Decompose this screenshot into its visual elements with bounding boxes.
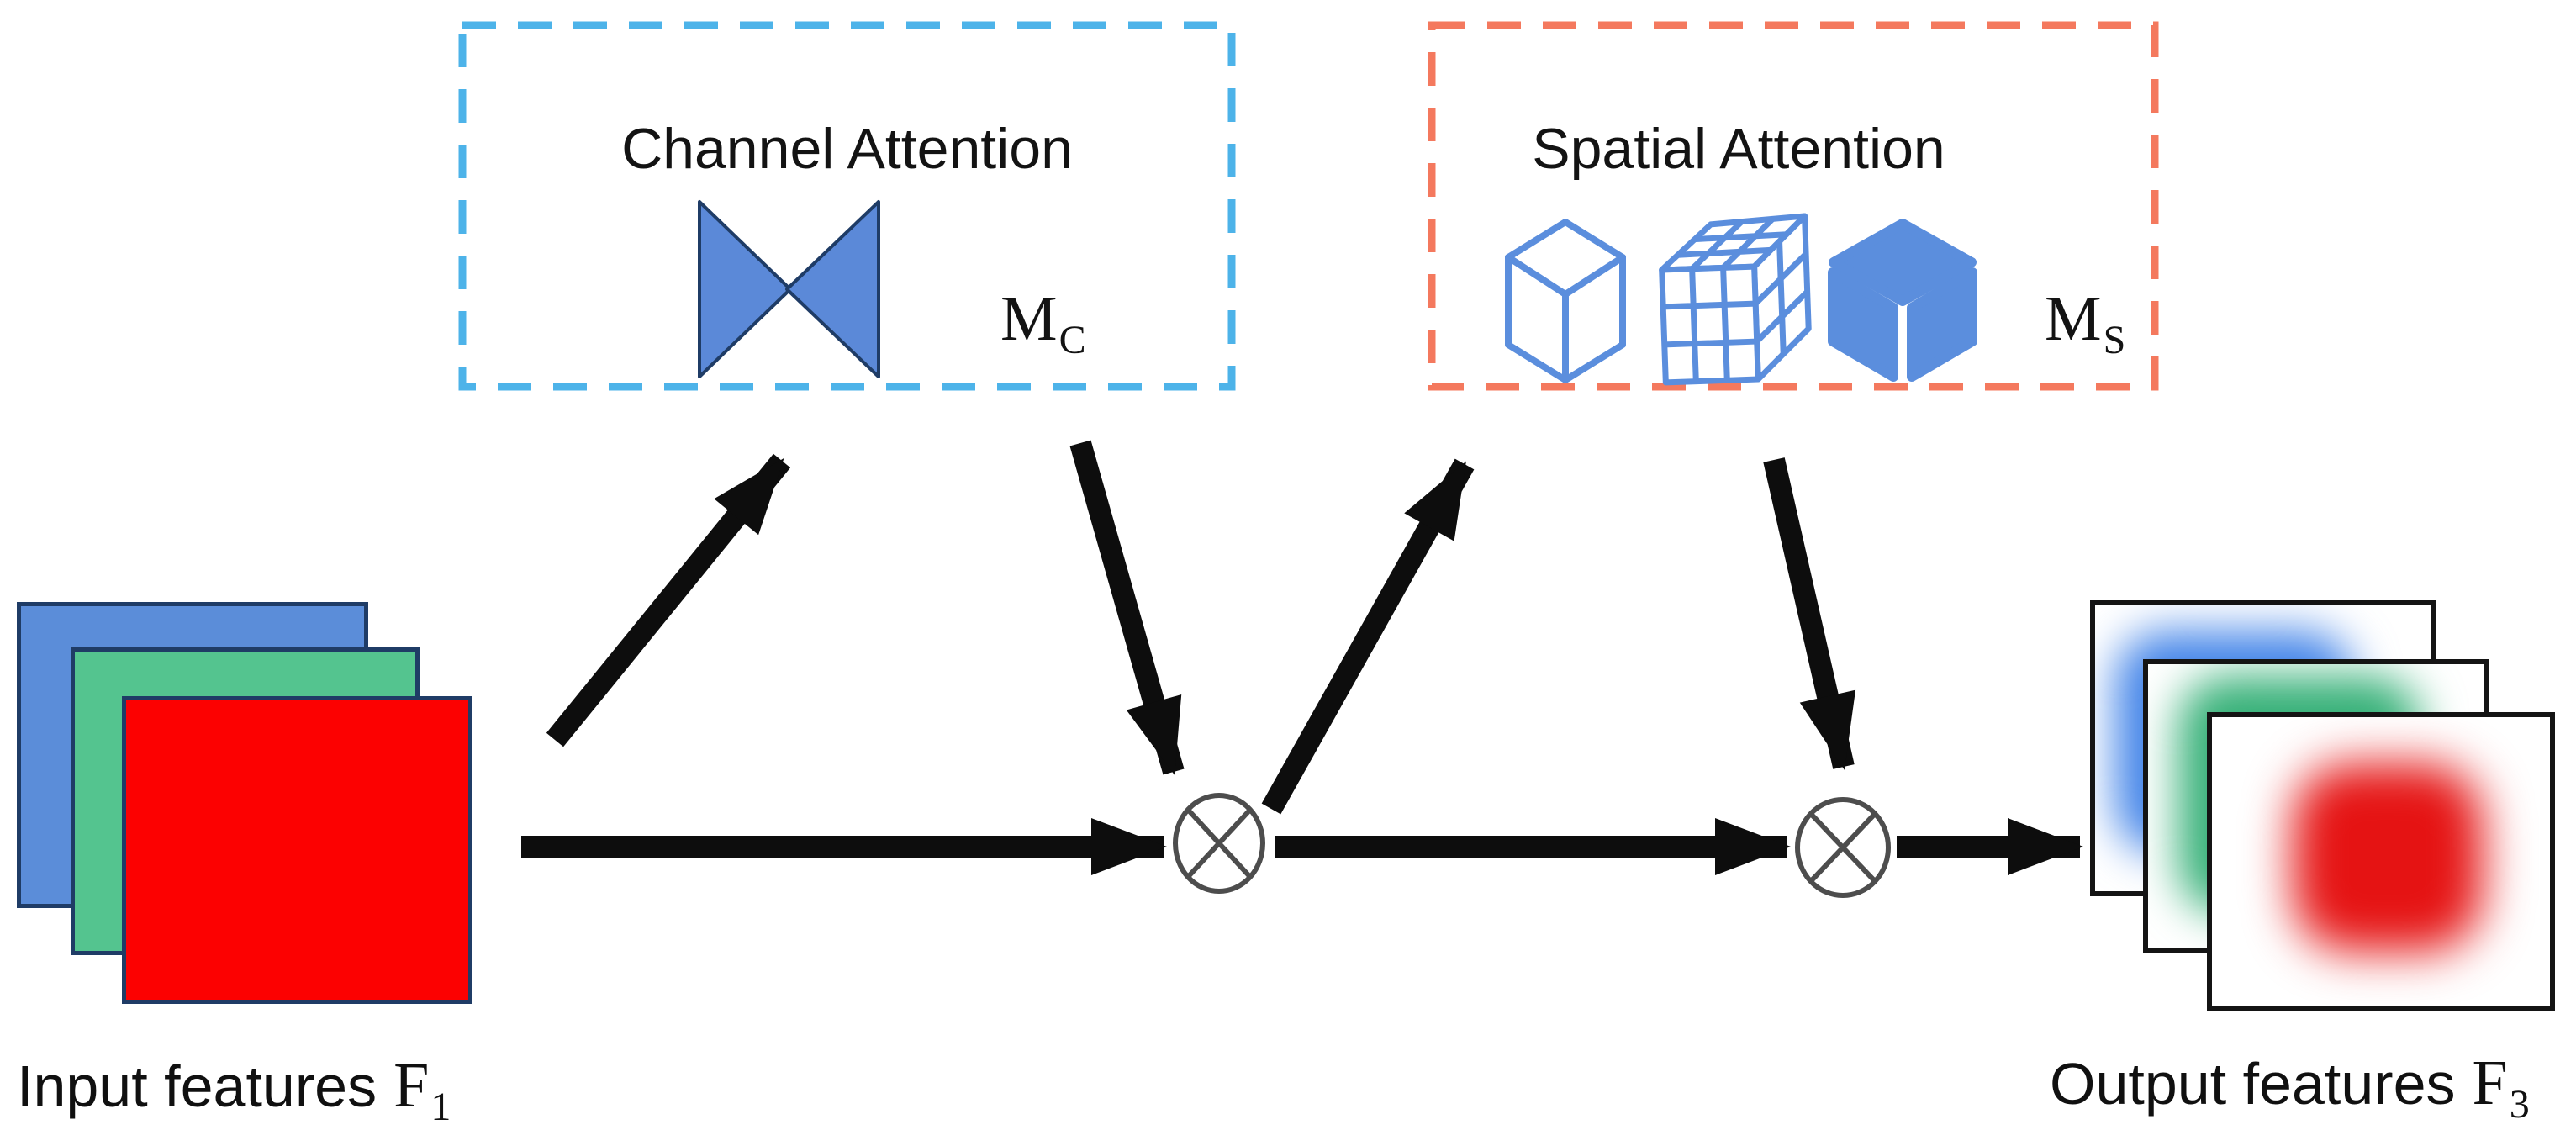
multiply-operator-1: [1173, 793, 1265, 894]
grid-cube-icon: [1659, 213, 1812, 386]
bowtie-pooling-icon: [698, 200, 880, 378]
input-features-symbol: F: [393, 1050, 430, 1121]
spatial-mask-subscript: S: [2103, 318, 2126, 362]
output-features-symbol: F: [2472, 1048, 2508, 1118]
multiply-operator-2: [1795, 797, 1891, 898]
channel-mask-label: MC: [1000, 282, 1086, 362]
arrow-input-to-channel: [546, 453, 791, 747]
input-feature-map-red: [122, 696, 472, 1004]
spatial-attention-box: [1428, 21, 2159, 391]
spatial-attention-title: Spatial Attention: [1532, 117, 1945, 181]
channel-mask-symbol: M: [1000, 283, 1058, 354]
channel-mask-subscript: C: [1058, 318, 1086, 362]
spatial-mask-label: MS: [2045, 282, 2125, 362]
flow-arrows: [521, 440, 2083, 875]
channel-attention-box: [458, 21, 1236, 391]
arrow-channel-to-multiply1: [1069, 440, 1185, 775]
solid-cube-icon: [1828, 219, 1977, 382]
red-attention-blob: [2293, 763, 2483, 952]
arrow-multiply1-to-spatial: [1261, 458, 1475, 815]
arrow-spatial-to-multiply2: [1763, 457, 1856, 770]
spatial-mask-symbol: M: [2045, 283, 2102, 354]
output-feature-map-red: [2207, 712, 2555, 1011]
channel-attention-title: Channel Attention: [621, 117, 1073, 181]
output-features-text: Output features: [2050, 1051, 2456, 1117]
output-features-subscript: 3: [2509, 1082, 2530, 1127]
input-features-text: Input features: [17, 1053, 377, 1119]
wireframe-cube-icon: [1505, 219, 1626, 383]
input-features-subscript: 1: [430, 1085, 451, 1129]
